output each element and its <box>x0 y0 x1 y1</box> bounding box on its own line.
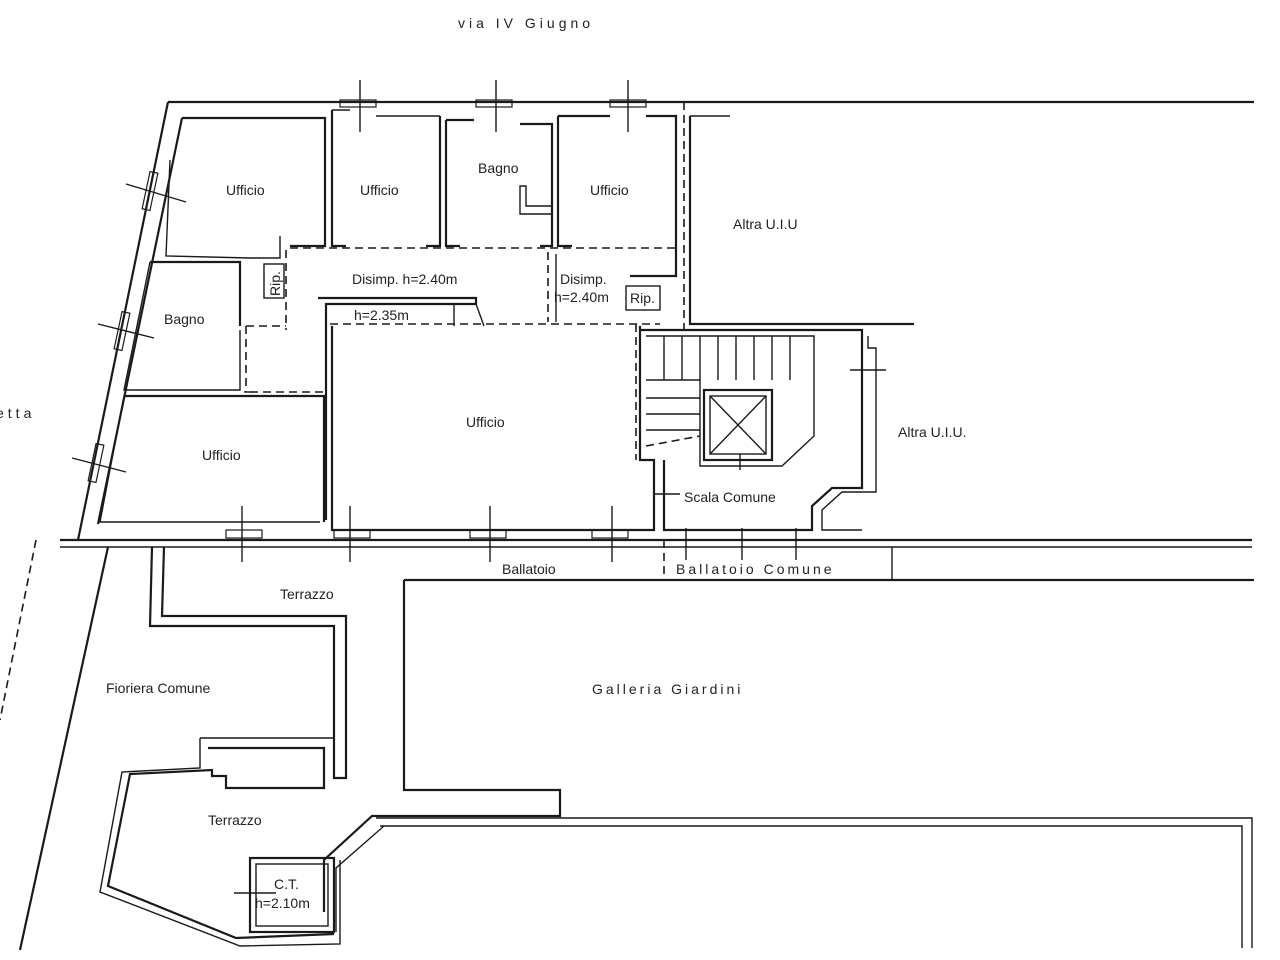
room-rip-left: Rip. <box>267 271 283 296</box>
room-bagno-left: Bagno <box>164 311 205 327</box>
top-rooms-walls <box>165 102 914 330</box>
outer-walls <box>0 100 1254 721</box>
room-scala-comune: Scala Comune <box>684 489 776 505</box>
label-ballatoio: Ballatoio <box>502 561 556 577</box>
room-ufficio-top-3: Ufficio <box>590 182 629 198</box>
room-labels: Ufficio Ufficio Bagno Ufficio Altra U.I.… <box>164 160 966 505</box>
corridor-partitions <box>245 247 676 460</box>
middle-rooms-walls <box>99 254 661 532</box>
label-terrazzo-upper: Terrazzo <box>280 586 334 602</box>
label-galleria-giardini: Galleria Giardini <box>592 681 743 697</box>
room-altra-uiu-2: Altra U.I.U. <box>898 424 966 440</box>
label-ct-1: C.T. <box>274 876 299 892</box>
label-fioriera-comune: Fioriera Comune <box>106 680 210 696</box>
room-disimp-main: Disimp. h=2.40m <box>352 271 457 287</box>
windows-bottom <box>225 506 797 562</box>
room-bagno-top: Bagno <box>478 160 519 176</box>
label-ct-2: h=2.10m <box>255 895 310 911</box>
street-label-top: via IV Giugno <box>458 15 594 31</box>
room-ufficio-bottom-left: Ufficio <box>202 447 241 463</box>
room-rip-right: Rip. <box>630 290 655 306</box>
terrace-walls <box>18 546 1254 951</box>
room-h-235: h=2.35m <box>354 307 409 323</box>
room-ufficio-center: Ufficio <box>466 414 505 430</box>
windows-left <box>71 170 187 484</box>
room-ufficio-top-2: Ufficio <box>360 182 399 198</box>
outdoor-labels: Ballatoio Ballatoio Comune Terrazzo Fior… <box>106 561 835 911</box>
room-altra-uiu-1: Altra U.I.U <box>733 216 798 232</box>
stairwell <box>640 328 886 532</box>
windows-top <box>339 80 647 132</box>
room-ufficio-top-left: Ufficio <box>226 182 265 198</box>
label-terrazzo-lower: Terrazzo <box>208 812 262 828</box>
street-label-left: etta <box>0 405 35 421</box>
label-ballatoio-comune: Ballatoio Comune <box>676 561 835 577</box>
room-disimp-right-2: h=2.40m <box>554 289 609 305</box>
room-disimp-right-1: Disimp. <box>560 271 607 287</box>
